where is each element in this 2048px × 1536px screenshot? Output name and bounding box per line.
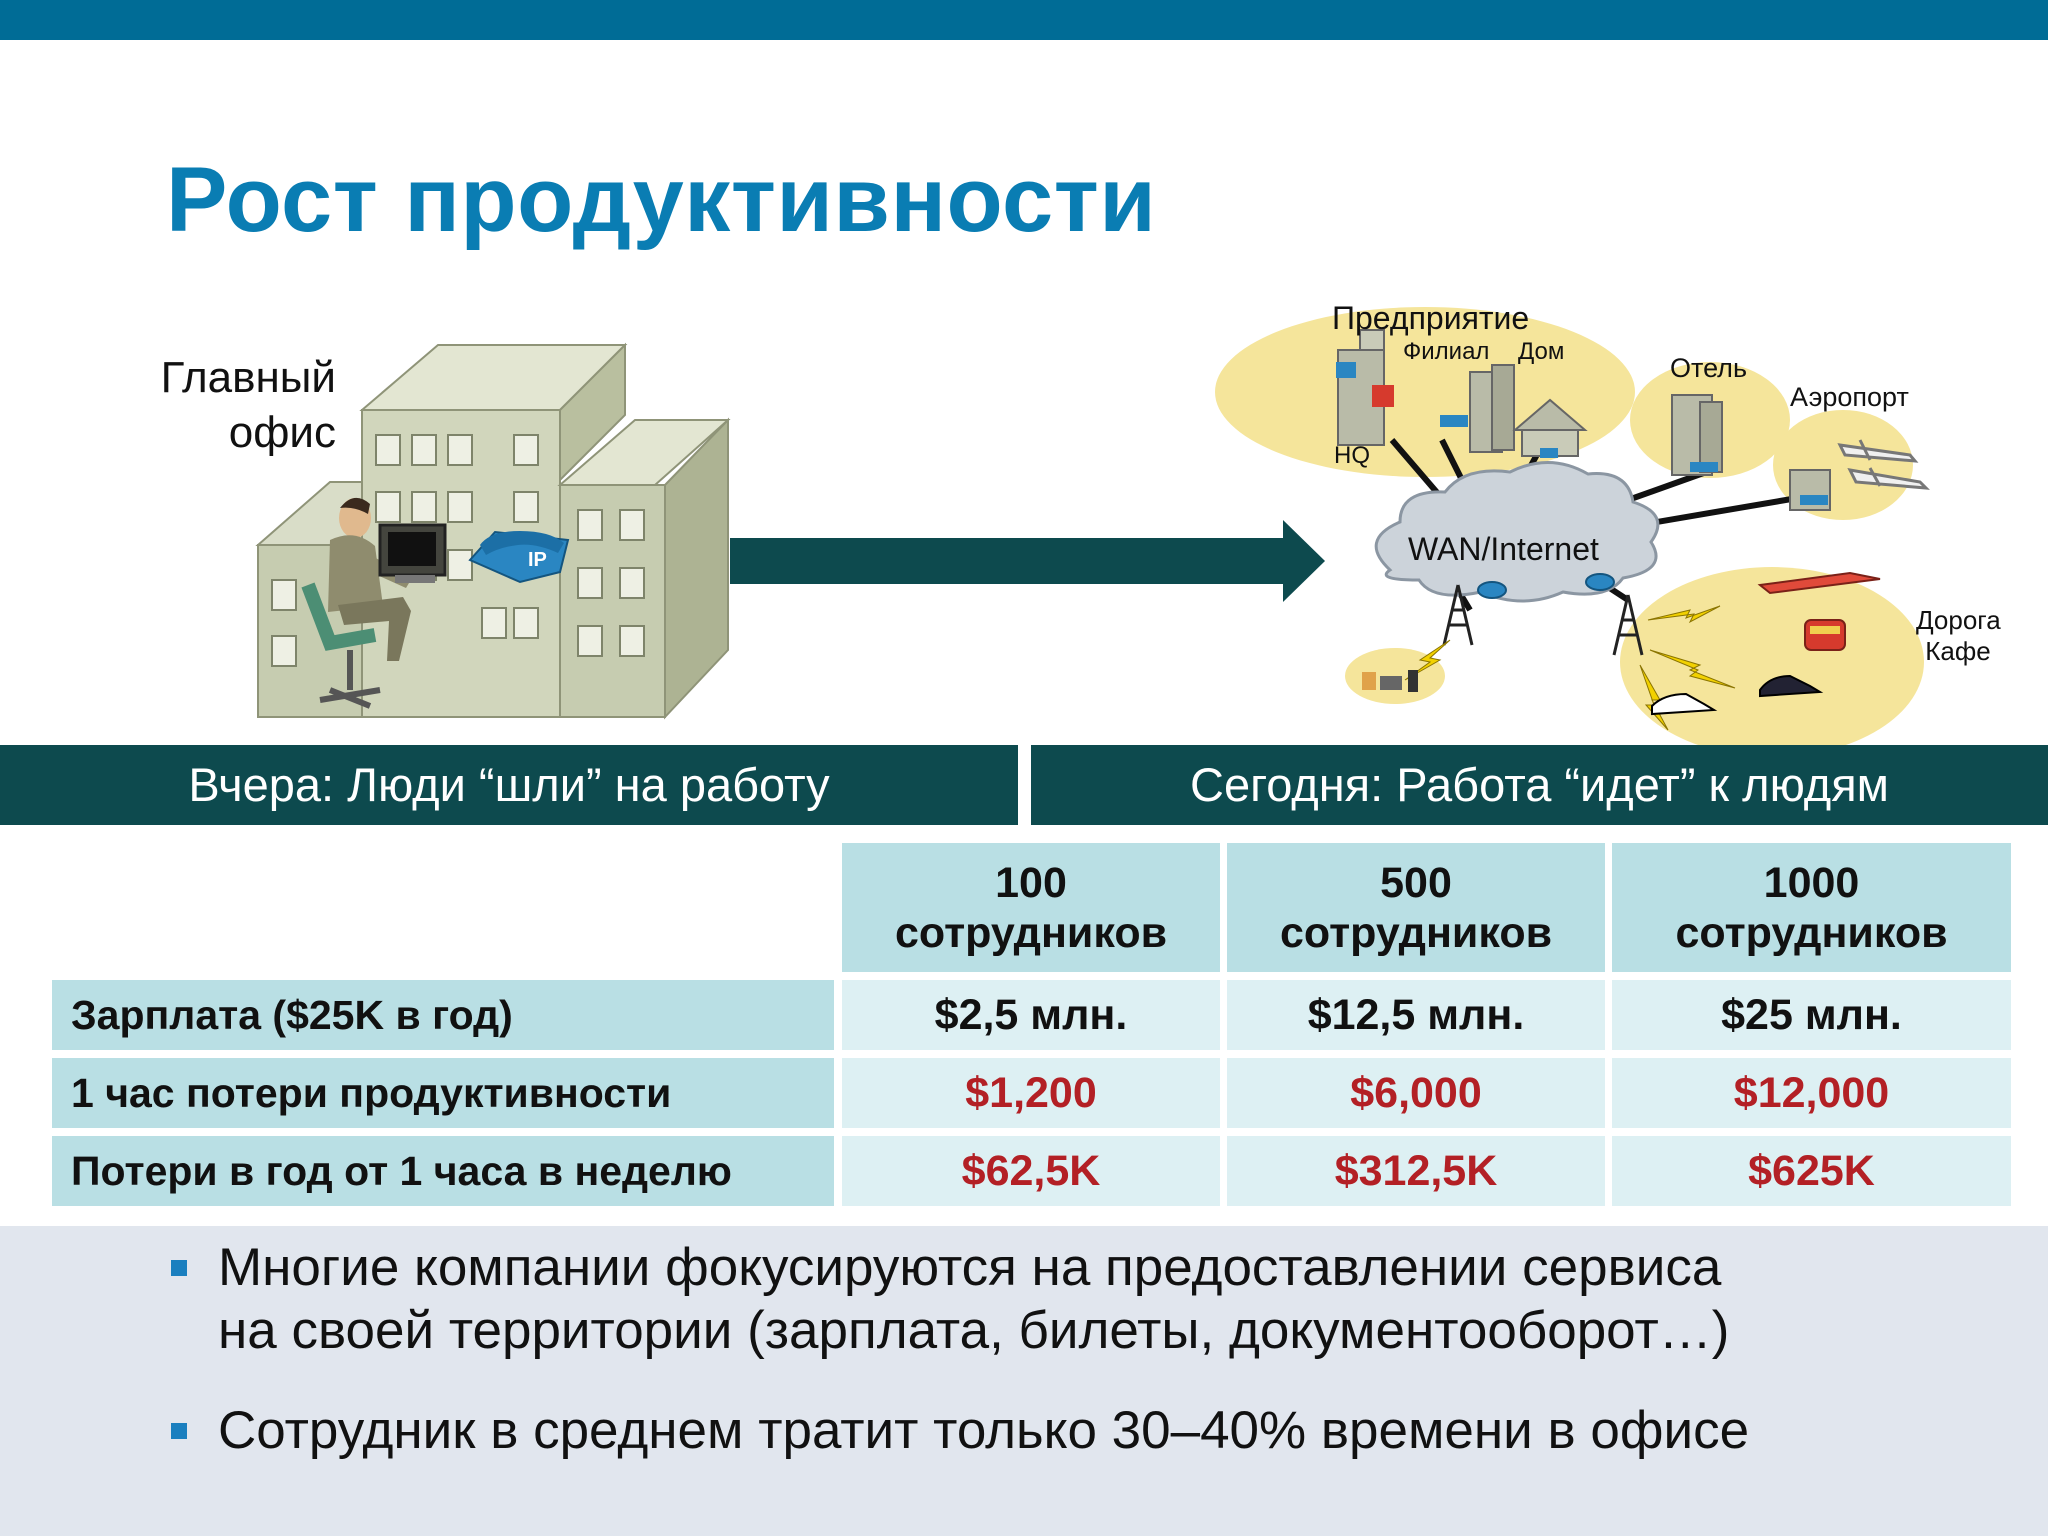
header-count: 1000 — [1763, 858, 1860, 907]
bullet-marker-icon — [171, 1260, 187, 1276]
radio-tower-icon — [1442, 584, 1644, 656]
vehicles-icon — [1651, 571, 1881, 716]
branch-building-icon — [1440, 364, 1515, 453]
row-label-annual-loss: Потери в год от 1 часа в неделю — [52, 1136, 834, 1206]
hq-building-icon — [1336, 329, 1394, 446]
branch-label: Филиал — [1403, 338, 1490, 365]
header-unit: сотрудников — [1279, 908, 1553, 957]
slide-title: Рост продуктивности — [166, 149, 1157, 251]
top-accent-bar — [0, 0, 2048, 40]
enterprise-label: Предприятие — [1332, 300, 1530, 336]
ip-phone-icon: IP — [468, 530, 570, 584]
header-count: 500 — [1380, 858, 1452, 907]
header-unit: сотрудников — [1675, 908, 1948, 957]
today-band: Сегодня: Работа “идет” к людям — [1031, 745, 2048, 825]
table-cell: $62,5K — [842, 1136, 1220, 1206]
row-label-hour-loss: 1 час потери продуктивности — [52, 1058, 834, 1128]
hotel-label: Отель — [1670, 353, 1748, 383]
hotel-building-icon — [1671, 394, 1723, 476]
bullet-item-2: Сотрудник в среднем тратит только 30–40%… — [218, 1399, 1749, 1462]
bullet-line: на своей территории (зарплата, билеты, д… — [218, 1301, 1730, 1360]
table-cell: $25 млн. — [1612, 980, 2011, 1050]
main-office-line1: Главный — [160, 353, 336, 402]
hq-label: HQ — [1334, 442, 1370, 469]
worker-at-computer-icon — [301, 497, 447, 709]
airport-icon — [1789, 439, 1930, 511]
bullet-line: Сотрудник в среднем тратит только 30–40%… — [218, 1401, 1750, 1460]
table-cell: $312,5K — [1227, 1136, 1605, 1206]
mobile-devices-icon — [1362, 670, 1418, 692]
home-label: Дом — [1518, 338, 1565, 365]
bullet-area — [0, 1226, 2048, 1536]
table-cell: $12,000 — [1612, 1058, 2011, 1128]
ip-phone-label: IP — [528, 549, 547, 571]
main-office-line2: офис — [228, 408, 336, 457]
router-icon — [1477, 573, 1615, 599]
home-icon — [1512, 398, 1588, 458]
airport-label: Аэропорт — [1790, 382, 1909, 412]
bullet-marker-icon — [171, 1423, 187, 1439]
header-count: 100 — [995, 858, 1067, 907]
wan-label: WAN/Internet — [1408, 531, 1599, 567]
network-diagram — [1215, 307, 1930, 752]
main-office-label: Главный офис — [130, 350, 336, 460]
table-cell: $6,000 — [1227, 1058, 1605, 1128]
table-cell: $1,200 — [842, 1058, 1220, 1128]
table-cell: $2,5 млн. — [842, 980, 1220, 1050]
road-label: Дорога — [1916, 605, 2001, 635]
yesterday-band: Вчера: Люди “шли” на работу — [0, 745, 1018, 825]
bullet-line: Многие компании фокусируются на предоста… — [218, 1238, 1722, 1297]
road-cafe-label: Дорога Кафе — [1916, 605, 2001, 667]
transition-arrow — [730, 520, 1325, 602]
bullet-item-1: Многие компании фокусируются на предоста… — [218, 1236, 1729, 1362]
cafe-label: Кафе — [1925, 636, 1991, 666]
illustration: IP — [255, 307, 1930, 752]
table-cell: $625K — [1612, 1136, 2011, 1206]
row-label-salary: Зарплата ($25K в год) — [52, 980, 834, 1050]
table-cell: $12,5 млн. — [1227, 980, 1605, 1050]
header-unit: сотрудников — [894, 908, 1168, 957]
